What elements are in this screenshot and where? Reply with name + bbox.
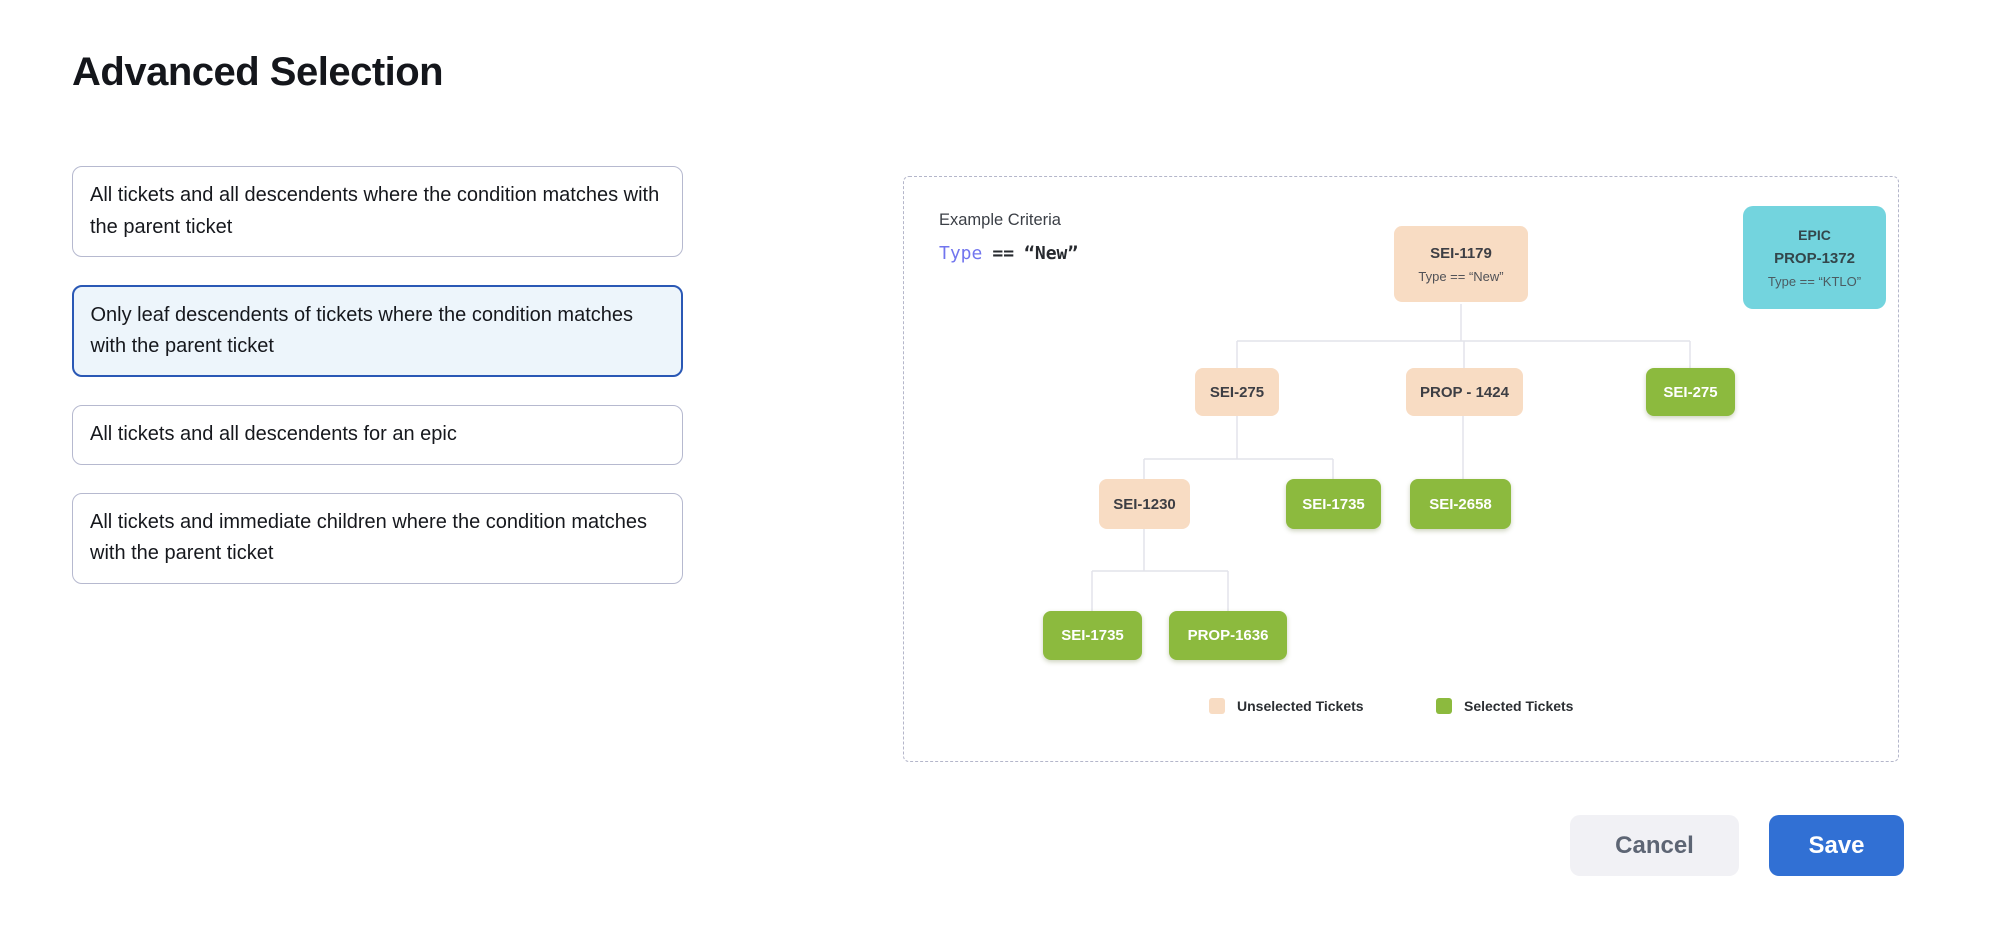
epic-card: EPIC PROP-1372 Type == “KTLO” xyxy=(1743,206,1886,309)
tree-node: SEI-1230 xyxy=(1099,479,1190,529)
example-criteria-label: Example Criteria xyxy=(939,211,1061,229)
tree-node-id: SEI-275 xyxy=(1209,383,1265,401)
page-title: Advanced Selection xyxy=(72,50,444,94)
tree-node: SEI-275 xyxy=(1646,368,1735,416)
tree-node: SEI-1735 xyxy=(1043,611,1142,660)
criteria-expression: Type == “New” xyxy=(939,243,1078,264)
legend-selected: Selected Tickets xyxy=(1436,698,1573,714)
tree-node-id: SEI-1735 xyxy=(1061,627,1124,644)
unselected-swatch-icon xyxy=(1209,698,1225,714)
option-leaf-descendents-condition[interactable]: Only leaf descendents of tickets where t… xyxy=(72,285,683,377)
option-label: All tickets and all descendents for an e… xyxy=(90,423,457,445)
criteria-field: Type xyxy=(939,243,983,264)
option-label: All tickets and all descendents where th… xyxy=(90,184,660,238)
tree-node-id: SEI-275 xyxy=(1663,383,1718,401)
tree-node-id: PROP - 1424 xyxy=(1420,383,1509,401)
tree-node-id: SEI-2658 xyxy=(1429,495,1492,513)
legend-label: Selected Tickets xyxy=(1464,698,1574,714)
option-all-descendents-epic[interactable]: All tickets and all descendents for an e… xyxy=(72,405,683,465)
selection-options-list: All tickets and all descendents where th… xyxy=(72,166,683,612)
example-criteria: Example Criteria Type == “New” xyxy=(939,211,1078,264)
option-immediate-children-condition[interactable]: All tickets and immediate children where… xyxy=(72,492,683,584)
epic-id: PROP-1372 xyxy=(1774,249,1855,267)
epic-type-label: EPIC xyxy=(1798,226,1831,243)
tree-node: SEI-1735 xyxy=(1286,479,1381,529)
example-diagram-panel: Example Criteria Type == “New” EPIC PROP-1… xyxy=(903,176,1899,762)
legend-unselected: Unselected Tickets xyxy=(1209,698,1364,714)
cancel-button[interactable]: Cancel xyxy=(1570,815,1739,876)
tree-connectors xyxy=(1091,304,1691,611)
tree-node-root: SEI-1179 Type == “New” xyxy=(1394,226,1528,302)
tree-node-id: PROP-1636 xyxy=(1187,627,1269,644)
selected-swatch-icon xyxy=(1436,698,1452,714)
option-label: All tickets and immediate children where… xyxy=(90,510,647,565)
legend-label: Unselected Tickets xyxy=(1237,698,1364,714)
tree-node-id: SEI-1230 xyxy=(1113,495,1176,513)
option-label: Only leaf descendents of tickets where t… xyxy=(90,303,634,358)
save-button[interactable]: Save xyxy=(1769,815,1904,876)
epic-condition: Type == “KTLO” xyxy=(1767,273,1862,289)
tree-node: PROP - 1424 xyxy=(1406,368,1523,416)
tree-node-id: SEI-1179 xyxy=(1430,244,1492,262)
tree-node: SEI-275 xyxy=(1195,368,1279,416)
tree-node: SEI-2658 xyxy=(1410,479,1511,529)
tree-node-id: SEI-1735 xyxy=(1302,495,1365,513)
tree-node-condition: Type == “New” xyxy=(1418,268,1504,284)
criteria-operator: == xyxy=(992,243,1015,264)
tree-node: PROP-1636 xyxy=(1169,611,1287,660)
option-all-descendents-condition[interactable]: All tickets and all descendents where th… xyxy=(72,166,683,257)
criteria-value: “New” xyxy=(1024,243,1079,264)
